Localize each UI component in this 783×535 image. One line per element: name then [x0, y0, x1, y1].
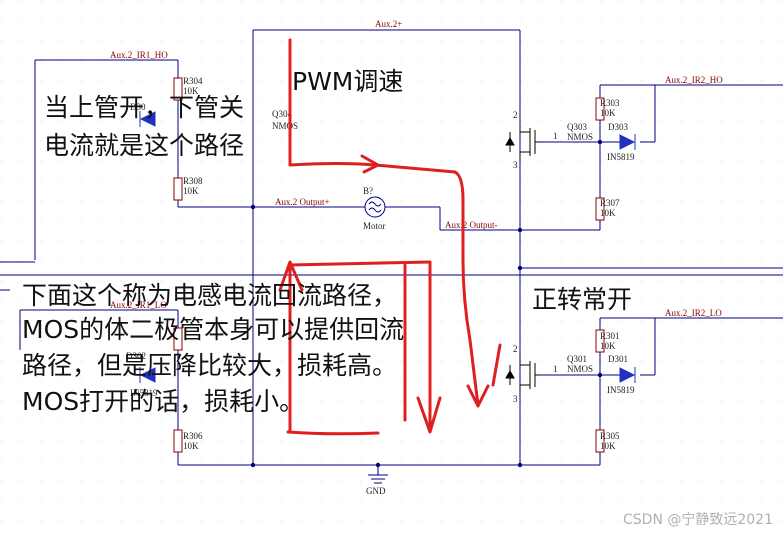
net-ir1-lo: Aux.2_IR1_LO: [110, 300, 167, 310]
high-side-current-path: [288, 38, 480, 407]
high-side-arrow-head-1: [360, 154, 380, 174]
net-top-rail: Aux.2+: [375, 19, 402, 29]
svg-text:10K: 10K: [600, 441, 616, 451]
net-gnd: GND: [366, 486, 386, 496]
freewheel-note-line-2: MOS的体二极管本身可以提供回流: [22, 315, 405, 344]
svg-text:R301: R301: [600, 331, 620, 341]
current-path-annotations: [278, 38, 502, 436]
svg-text:10K: 10K: [600, 108, 616, 118]
svg-text:2: 2: [513, 110, 518, 120]
freewheel-note-line-4: MOS打开的话，损耗小。: [22, 387, 305, 416]
resistor-r306-body: [173, 429, 183, 453]
svg-text:3: 3: [513, 394, 518, 404]
net-ir2-lo: Aux.2_IR2_LO: [665, 308, 722, 318]
freewheel-note-line-1: 下面这个称为电感电流回流路径，: [22, 281, 398, 310]
svg-text:Q304: Q304: [272, 109, 292, 119]
svg-text:Q303: Q303: [567, 122, 587, 132]
resistor-r305-body: [595, 429, 605, 453]
svg-text:IN5819: IN5819: [607, 385, 635, 395]
motor-symbol: [364, 196, 386, 218]
resistor-r307-body: [595, 197, 605, 221]
svg-text:Q301: Q301: [567, 354, 587, 364]
resistor-r301-body: [595, 329, 605, 353]
freewheel-left-arrow-head: [278, 260, 304, 292]
svg-text:NMOS: NMOS: [567, 364, 593, 374]
freewheel-current-loop: [288, 260, 432, 432]
svg-text:R304: R304: [183, 76, 203, 86]
svg-text:D302: D302: [126, 351, 146, 361]
svg-text:NMOS: NMOS: [567, 132, 593, 142]
freewheel-bottom: [286, 430, 380, 436]
junctions: [250, 139, 603, 468]
svg-text:R303: R303: [600, 98, 620, 108]
always-on-note: 正转常开: [532, 285, 633, 314]
svg-text:NMOS: NMOS: [272, 121, 298, 131]
net-ir2-ho: Aux.2_IR2_HO: [665, 75, 723, 85]
svg-text:R307: R307: [600, 198, 620, 208]
net-output-minus: Aux.2 Output-: [445, 220, 498, 230]
resistor-left-lower-body: [173, 327, 183, 351]
svg-text:R305: R305: [600, 431, 620, 441]
diode-left-lower-symbol: [139, 367, 156, 383]
diodes: [139, 111, 636, 383]
mosfet-q303-symbol: [505, 125, 540, 160]
svg-text:2: 2: [513, 344, 518, 354]
svg-text:D30: D30: [130, 102, 146, 112]
svg-text:1: 1: [553, 364, 558, 374]
svg-text:Motor: Motor: [363, 221, 386, 231]
diode-d303-symbol: [619, 134, 636, 150]
freewheel-arrow-stub: [491, 343, 502, 387]
freewheel-note-line-3: 路径，但是压降比较大，损耗高。: [22, 351, 398, 380]
wires: [0, 29, 783, 484]
svg-text:IN5819: IN5819: [130, 388, 158, 398]
svg-text:1: 1: [553, 131, 558, 141]
diode-left-upper-symbol: [139, 111, 156, 127]
svg-text:3: 3: [513, 160, 518, 170]
pwm-annotation: PWM调速: [292, 67, 404, 96]
resistor-r303-body: [595, 97, 605, 121]
svg-text:R306: R306: [183, 431, 203, 441]
net-ir1-ho: Aux.2_IR1_HO: [110, 50, 168, 60]
svg-text:R308: R308: [183, 176, 203, 186]
freewheel-arrow-down-head: [416, 396, 442, 434]
svg-text:10K: 10K: [183, 441, 199, 451]
resistor-r308-body: [173, 177, 183, 201]
component-labels: R304 10K R308 10K R306 10K R303 10K R307…: [126, 76, 635, 451]
resistor-r304-body: [173, 77, 183, 101]
svg-text:10K: 10K: [183, 86, 199, 96]
net-labels: Aux.2+ Aux.2_IR1_HO Aux.2_IR2_HO Aux.2_I…: [110, 19, 723, 496]
high-side-arrow-head-2: [466, 384, 490, 408]
svg-text:10K: 10K: [183, 186, 199, 196]
svg-text:D301: D301: [608, 354, 628, 364]
svg-text:B?: B?: [363, 186, 373, 196]
upper-path-note-line-1: 当上管开，下管关: [44, 93, 245, 122]
resistors: [173, 77, 605, 453]
upper-path-note-line-2: 电流就是这个路径: [44, 131, 245, 160]
mosfet-q301-symbol: [505, 355, 540, 395]
svg-text:IN5819: IN5819: [607, 152, 635, 162]
svg-text:10K: 10K: [600, 208, 616, 218]
svg-text:D303: D303: [608, 122, 628, 132]
svg-text:10K: 10K: [600, 341, 616, 351]
net-output-plus: Aux.2 Output+: [275, 197, 330, 207]
diode-d301-symbol: [619, 367, 636, 383]
csdn-watermark: CSDN @宁静致远2021: [623, 512, 773, 528]
